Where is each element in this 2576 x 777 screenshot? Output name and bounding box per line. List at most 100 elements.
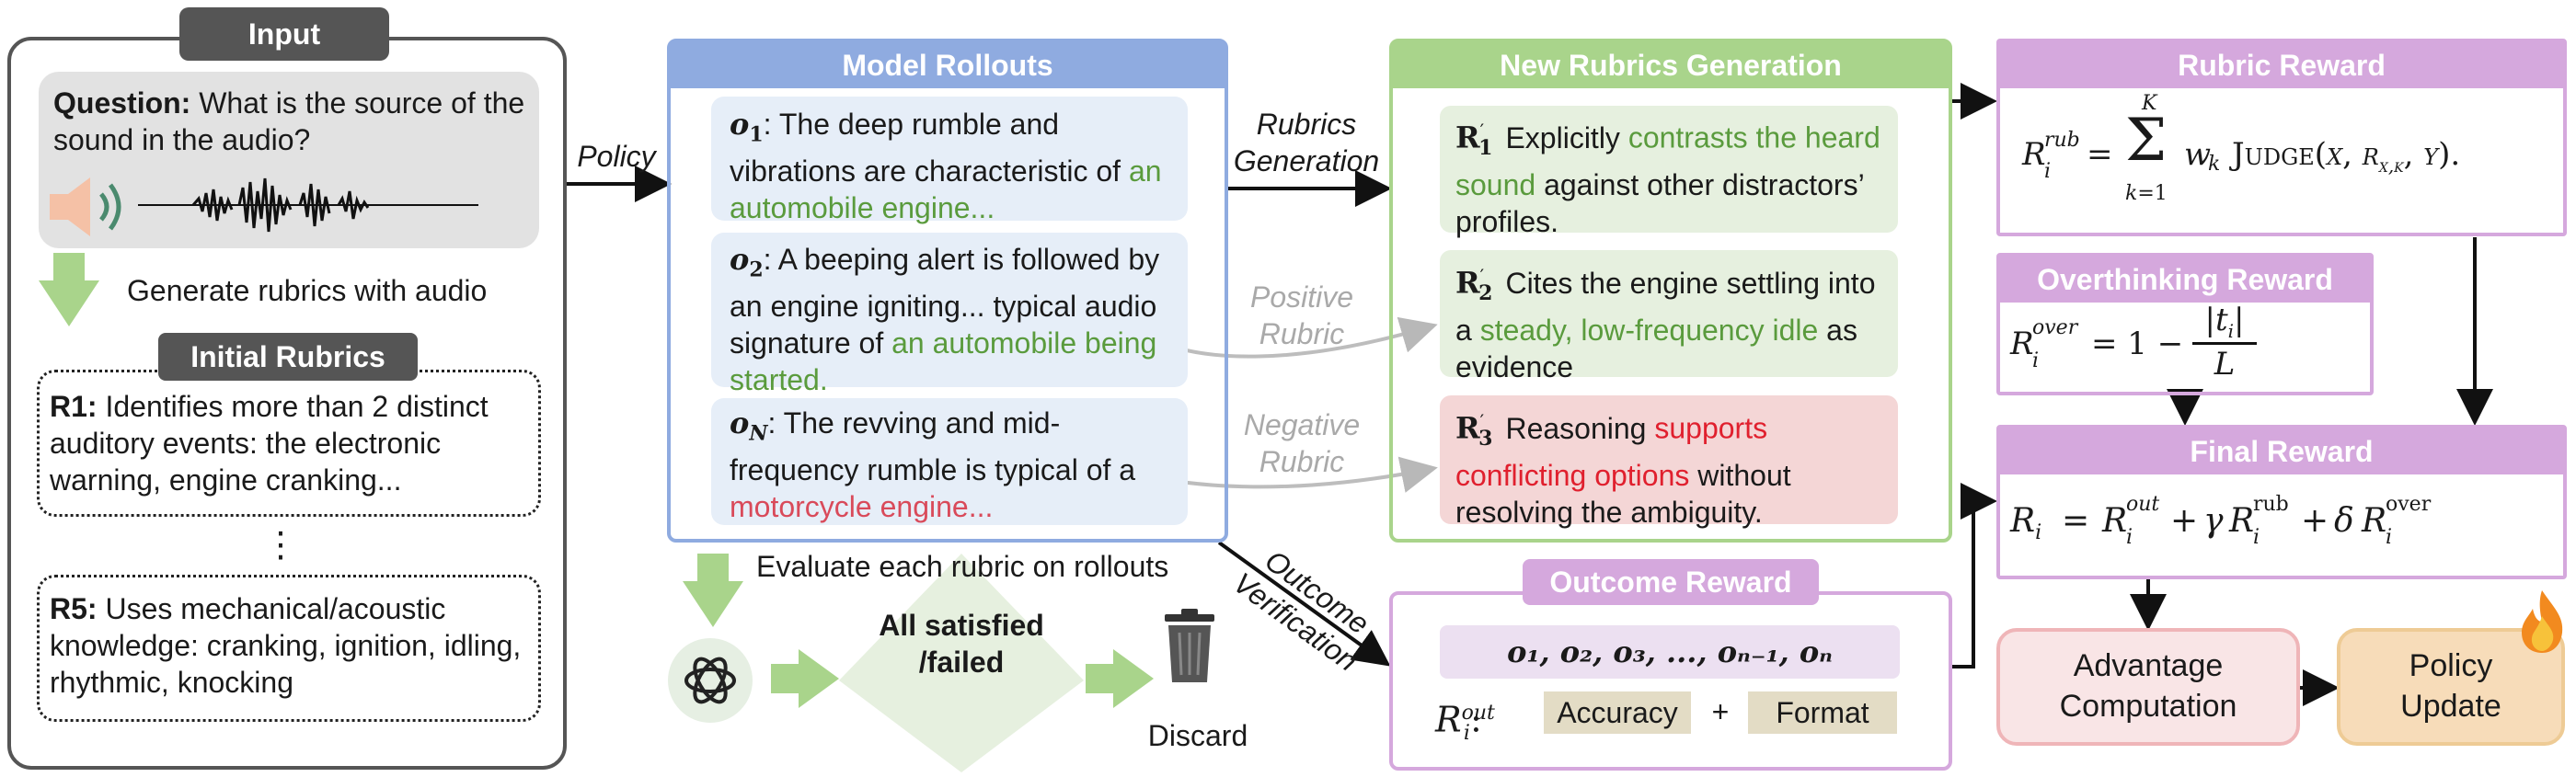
rollout-box-2 [711,233,1188,387]
rubric-formula-sum-top: K [2142,92,2157,115]
evaluate-label: Evaluate each rubric on rollouts [756,550,1169,583]
new-r3-subscript: 3 [1478,427,1493,451]
rubrics-generation-label-line1: Rubrics [1256,108,1357,141]
to-discard-arrow [1086,649,1154,708]
outcome-rollout-list-box [1440,625,1900,679]
final-formula-rover-sub: i [2386,526,2393,549]
new-rubrics-title: New Rubrics Generation [1393,42,1949,88]
rubric-formula-w: w [2184,136,2212,173]
negative-rubric-label-line2: Rubric [1259,445,1345,478]
rubrics-ellipsis: ⋮ [263,526,298,565]
r1-rubric-text: R1: Identifies more than 2 distinct audi… [50,388,528,498]
new-r3-body-a: Reasoning [1505,411,1655,445]
advantage-label: Advantage Computation [1996,646,2300,726]
new-r3-symbol: R [1455,410,1480,446]
r5-body: Uses mechanical/acoustic knowledge: cran… [50,592,522,699]
question-text: Question: What is the source of the soun… [53,85,532,158]
final-formula-rrub-sup: rub [2253,493,2289,516]
over-formula-sup: over [2032,316,2078,339]
positive-rubric-label-line1: Positive [1249,280,1354,314]
generate-down-arrow [39,253,99,326]
rubric-formula-r: R [2022,136,2046,173]
speaker-icon [50,177,121,236]
on-highlight: motorcycle engine... [730,490,994,524]
evaluate-down-arrow [683,554,743,627]
new-r1-prime: ′ [1479,120,1485,142]
positive-rubric-label-line2: Rubric [1259,317,1345,350]
rubric-formula-sup: rub [2044,129,2080,152]
r5-rubric-text: R5: Uses mechanical/acoustic knowledge: … [50,590,528,701]
question-box [39,72,539,248]
outcome-formula-lhs: Routi: [1435,690,1527,758]
final-formula-plus1: + [2170,502,2199,540]
rollout-o2-text: o2: A beeping alert is followed by an en… [730,241,1180,398]
format-chip: Format [1748,691,1897,734]
to-diamond-arrow [771,649,839,708]
new-r1-highlight: contrasts the heard sound [1455,120,1880,202]
final-reward-panel: Final Reward [1996,425,2567,579]
o2-subscript: 2 [749,257,764,282]
o1-subscript: 1 [749,122,764,147]
new-r3-body-c: without resolving the ambiguity. [1455,459,1791,530]
rubrics-generation-label: Rubrics Generation [1224,106,1389,179]
question-body: What is the source of the sound in the a… [53,86,525,156]
rollout-o1-text: o1: The deep rumble and vibrations are c… [730,106,1180,226]
rubric-formula-sum-bottom: k=1 [2125,182,2168,205]
on-body: : The revving and mid-frequency rumble i… [730,406,1136,487]
new-r2-subscript: 2 [1478,281,1493,306]
r1-label: R1: [50,390,98,423]
o2-symbol: o [730,242,750,277]
new-r2-highlight: steady, low-frequency idle [1479,314,1819,348]
overthinking-panel: Overthinking Reward [1996,253,2374,395]
over-formula-sub: i [2032,349,2040,372]
new-rubric-box-2 [1440,250,1898,377]
final-formula-gamma: γ [2203,502,2224,540]
over-formula-bar [2192,342,2257,345]
on-symbol: o [730,406,750,440]
trash-icon [1165,609,1214,682]
final-formula-rout-sup: out [2126,493,2160,516]
rollout-box-1 [711,97,1188,221]
policy-update-label: Policy Update [2337,646,2565,726]
rollout-on-text: oN: The revving and mid-frequency rumble… [730,405,1180,525]
accuracy-chip: Accuracy [1544,691,1691,734]
new-rubric-box-1 [1440,106,1898,233]
flame-icon [2522,590,2563,653]
advantage-box [1996,628,2300,746]
o2-body: : A beeping alert is followed by an engi… [730,243,1160,360]
outcome-formula-sup: out [1461,702,1495,725]
final-formula-delta: δ [2334,502,2354,540]
over-formula-num: |ti| [2204,302,2245,342]
o2-highlight: an automobile being started. [730,326,1157,397]
positive-rubric-label: Positive Rubric [1214,279,1389,352]
final-formula-ri: Ri [2010,502,2042,545]
final-reward-title: Final Reward [2000,428,2563,474]
final-formula-rrub-sub: i [2253,526,2260,549]
policy-label: Policy [577,140,656,173]
input-title: Input [179,7,389,61]
rollout-box-n [711,398,1188,525]
final-formula-eq: = [2062,502,2090,540]
initial-rubrics-title: Initial Rubrics [158,333,418,381]
final-formula-rover-sup: over [2386,493,2432,516]
rubrics-generation-label-line2: Generation [1233,144,1380,177]
rubric-reward-formula: R rub i = K Σ k=1 w k Judge(x, rx,k, y). [2022,88,2556,226]
outcome-to-final-arrow [1950,483,1997,668]
decision-diamond-label: All satisfied /failed [879,609,1044,679]
new-r2-prime: ′ [1479,265,1485,287]
rubric-formula-wk: k [2208,153,2221,176]
new-rubrics-panel: New Rubrics Generation [1389,39,1952,543]
outcome-reward-title: Outcome Reward [1523,559,1819,605]
rubric-formula-eq: = [2087,136,2113,173]
new-rubric-box-3 [1440,395,1898,524]
llm-logo-icon [668,638,753,723]
new-r3-highlight: supports conflicting options [1455,411,1768,493]
final-formula-plus2: + [2301,502,2329,540]
over-formula-r: R [2010,326,2034,362]
initial-rubrics-box-5 [37,575,541,722]
policy-update-label-line2: Update [2400,689,2501,724]
outcome-formula-sub: i [1463,722,1470,746]
over-formula-den: L [2214,346,2236,383]
